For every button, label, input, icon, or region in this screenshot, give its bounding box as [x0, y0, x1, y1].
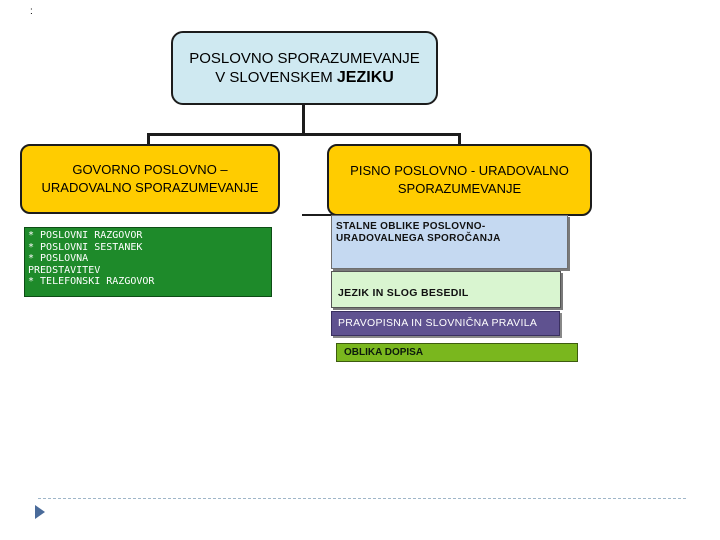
root-node: POSLOVNO SPORAZUMEVANJE V SLOVENSKEM JEZ…: [171, 31, 438, 105]
connector-horizontal: [147, 133, 461, 136]
written-forms-box: STALNE OBLIKE POSLOVNO- URADOVALNEGA SPO…: [331, 215, 568, 269]
branch-written-line1: PISNO POSLOVNO - URADOVALNO: [350, 163, 569, 178]
letter-form-box: OBLIKA DOPISA: [336, 343, 578, 362]
branch-written-line2: SPORAZUMEVANJE: [397, 181, 522, 196]
root-title-line2-prefix: V SLOVENSKEM: [215, 69, 337, 86]
orthography-box: PRAVOPISNA IN SLOVNIČNA PRAVILA: [331, 311, 560, 336]
list-item: * POSLOVNI RAZGOVOR: [28, 230, 143, 241]
language-style-box: JEZIK IN SLOG BESEDIL: [331, 271, 561, 308]
branch-spoken-line1: GOVORNO POSLOVNO –: [72, 162, 228, 177]
written-forms-line1: STALNE OBLIKE POSLOVNO-: [336, 221, 486, 232]
connector-left-drop: [147, 133, 150, 144]
list-item: * POSLOVNI SESTANEK: [28, 241, 143, 253]
branch-written: PISNO POSLOVNO - URADOVALNO SPORAZUMEVAN…: [327, 144, 592, 216]
list-item: * POSLOVNA: [28, 253, 89, 264]
branch-spoken: GOVORNO POSLOVNO – URADOVALNO SPORAZUMEV…: [20, 144, 280, 214]
root-title-line2: V SLOVENSKEM JEZIKU: [215, 68, 394, 87]
branch-spoken-line2: URADOVALNO SPORAZUMEVANJE: [41, 180, 259, 195]
connector-root-down: [302, 105, 305, 135]
corner-mark: :: [30, 6, 33, 17]
list-item: * TELEFONSKI RAZGOVOR: [28, 276, 155, 287]
root-title-line1: POSLOVNO SPORAZUMEVANJE: [189, 50, 420, 67]
play-arrow-icon: [35, 505, 45, 519]
connector-right-drop: [458, 133, 461, 144]
root-title-line2-bold: JEZIKU: [336, 69, 394, 86]
list-item: PREDSTAVITEV: [28, 264, 101, 276]
connector-right-list: [302, 214, 332, 216]
spoken-items-list: * POSLOVNI RAZGOVOR * POSLOVNI SESTANEK …: [24, 227, 272, 297]
footer-divider: [38, 498, 686, 499]
written-forms-line2: URADOVALNEGA SPOROČANJA: [336, 233, 501, 244]
